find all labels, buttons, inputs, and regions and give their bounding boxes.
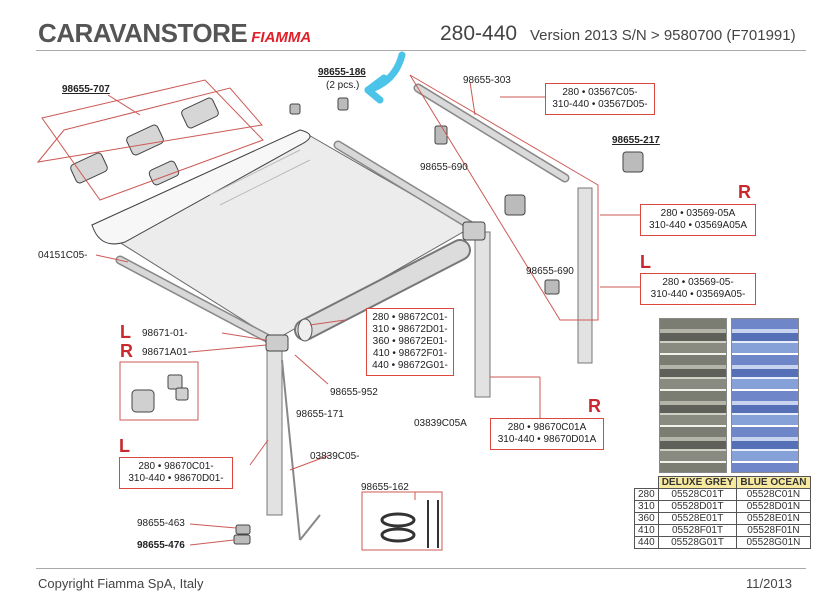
- side-letter-r-leg: R: [738, 182, 751, 202]
- part-label-463: 98655-463: [137, 518, 185, 529]
- part-label-690-mid: 98655-690: [526, 266, 574, 277]
- table-cell: 310: [634, 500, 659, 513]
- bracket-inset: [131, 374, 189, 413]
- part-label-476: 98655-476: [137, 540, 185, 551]
- table-cell: 280: [634, 488, 659, 501]
- header-divider: [36, 50, 806, 51]
- part-label-186: 98655-186: [318, 67, 366, 78]
- model-title: 280-440: [440, 22, 518, 45]
- rear-roller-tube: [333, 140, 483, 235]
- part-label-98671: 98671-01-: [142, 328, 188, 339]
- box-line: 310-440 • 98670D01A: [497, 434, 597, 445]
- box-leg-left: 280 • 03569-05- 310-440 • 03569A05-: [640, 273, 756, 305]
- part-label-03839-leg: 03839C05-: [310, 451, 360, 462]
- bracket-parts: [289, 97, 644, 295]
- side-letter-l-leg: L: [640, 252, 651, 272]
- tie-down-straps: [380, 500, 439, 548]
- table-header-blue-ocean: BLUE OCEAN: [736, 476, 811, 489]
- feet: [233, 524, 251, 545]
- table-cell: 05528C01T: [657, 488, 738, 501]
- fiamma-logo: FIAMMA: [251, 29, 312, 46]
- table-header-row: DELUXE GREY BLUE OCEAN: [635, 476, 811, 489]
- table-cell: 05528C01N: [736, 488, 811, 501]
- part-label-707: 98655-707: [62, 84, 110, 95]
- box-line: 310-440 • 03567D05-: [552, 99, 648, 110]
- swatch-deluxe-grey: [659, 318, 727, 473]
- part-label-303: 98655-303: [463, 75, 511, 86]
- box-line: 310-440 • 03569A05-: [650, 289, 746, 300]
- part-label-162: 98655-162: [361, 482, 409, 493]
- table-cell: 410: [634, 524, 659, 537]
- footer-divider: [36, 568, 806, 569]
- swatch-blue-ocean: [731, 318, 799, 473]
- table-cell: 360: [634, 512, 659, 525]
- table-row: 360 05528E01T 05528E01N: [634, 512, 811, 525]
- end-cap-right: [462, 221, 486, 241]
- table-cell: 05528D01T: [657, 500, 738, 513]
- table-row: 440 05528G01T 05528G01N: [634, 536, 811, 549]
- date-text: 11/2013: [746, 576, 793, 591]
- part-label-171: 98655-171: [296, 409, 344, 420]
- table-cell: 05528F01N: [736, 524, 811, 537]
- box-line: 280 • 98672C01-: [372, 312, 448, 323]
- table-row: 280 05528C01T 05528C01N: [634, 488, 811, 501]
- side-letter-r-bracket: R: [588, 396, 601, 416]
- fabric-code-table: DELUXE GREY BLUE OCEAN 280 05528C01T 055…: [634, 476, 811, 549]
- fabric-roll-front: [91, 129, 311, 245]
- box-line: 310 • 98672D01-: [372, 324, 448, 335]
- part-label-690-top: 98655-690: [420, 162, 468, 173]
- side-letter-l-endcap: L: [120, 322, 131, 342]
- copyright-text: Copyright Fiamma SpA, Italy: [38, 576, 204, 591]
- box-line: 310-440 • 03569A05A: [648, 220, 748, 231]
- box-line: 410 • 98672F01-: [372, 348, 448, 359]
- version-subtitle: Version 2013 S/N > 9580700 (F701991): [530, 27, 796, 44]
- part-label-04151: 04151C05-: [38, 250, 88, 261]
- side-letter-r-endcap: R: [120, 341, 133, 361]
- table-cell: 05528E01N: [736, 512, 811, 525]
- table-header-deluxe-grey: DELUXE GREY: [657, 476, 738, 489]
- right-leg: [474, 187, 593, 398]
- box-top-arm: 280 • 03567C05- 310-440 • 03567D05-: [545, 83, 655, 115]
- part-label-98671A: 98671A01-: [142, 347, 191, 358]
- box-bracket-right: 280 • 98670C01A 310-440 • 98670D01A: [490, 418, 604, 450]
- table-cell: 05528F01T: [657, 524, 738, 537]
- box-bracket-left: 280 • 98670C01- 310-440 • 98670D01-: [119, 457, 233, 489]
- table-row: 310 05528D01T 05528D01N: [634, 500, 811, 513]
- left-leg: [266, 344, 321, 541]
- part-label-03839-a: 03839C05A: [414, 418, 467, 429]
- top-arm: [413, 83, 570, 183]
- table-cell: 05528E01T: [657, 512, 738, 525]
- table-row: 410 05528F01T 05528F01N: [634, 524, 811, 537]
- box-line: 310-440 • 98670D01-: [128, 473, 224, 484]
- table-cell: 05528G01T: [657, 536, 738, 549]
- table-cell: 05528G01N: [736, 536, 811, 549]
- part-label-186-qty: (2 pcs.): [326, 80, 360, 91]
- box-line: 280 • 98670C01-: [138, 461, 214, 472]
- part-label-217: 98655-217: [612, 135, 660, 146]
- group-outlines: [36, 74, 599, 551]
- box-fabric: 280 • 98672C01- 310 • 98672D01- 360 • 98…: [366, 308, 454, 376]
- box-line: 280 • 03567C05-: [562, 87, 638, 98]
- table-corner: [635, 477, 659, 489]
- box-line: 280 • 98670C01A: [507, 422, 587, 433]
- mounting-plates-group: [70, 97, 219, 186]
- end-cap-left: [265, 334, 289, 352]
- box-line: 280 • 03569-05-: [662, 277, 734, 288]
- box-leg-right: 280 • 03569-05A 310-440 • 03569A05A: [640, 204, 756, 236]
- box-line: 440 • 98672G01-: [372, 360, 448, 371]
- leader-lines: [95, 81, 640, 546]
- fabric-roll-cylinder: [294, 239, 471, 342]
- table-cell: 440: [634, 536, 659, 549]
- front-roller-tube: [115, 255, 285, 350]
- box-line: 280 • 03569-05A: [660, 208, 736, 219]
- side-letter-l-bracket: L: [119, 436, 130, 456]
- box-line: 360 • 98672E01-: [372, 336, 448, 347]
- table-cell: 05528D01N: [736, 500, 811, 513]
- part-label-952: 98655-952: [330, 387, 378, 398]
